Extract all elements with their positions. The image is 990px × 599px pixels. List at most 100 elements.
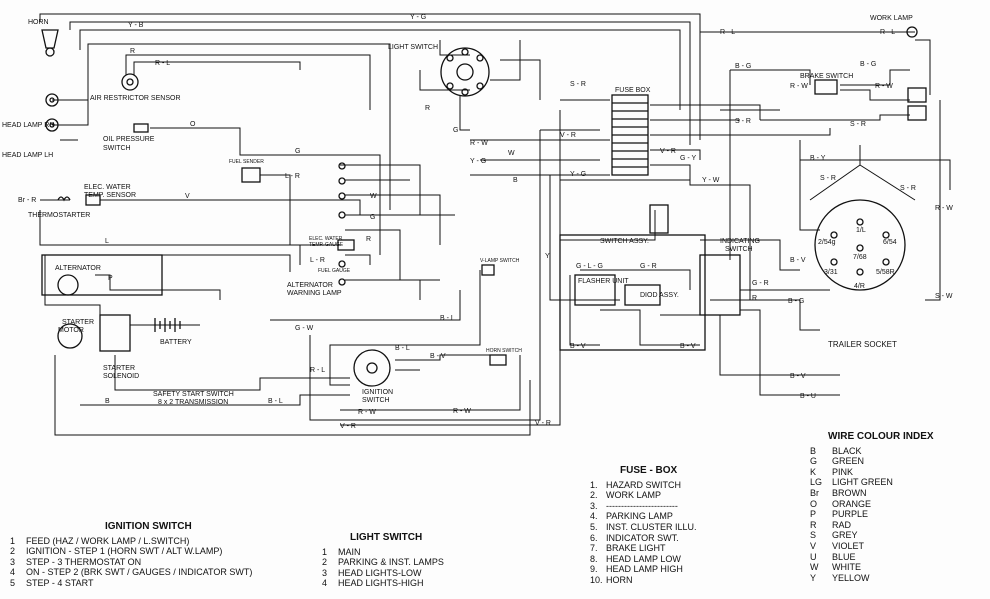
wire-code: G - L - G bbox=[576, 263, 603, 270]
oil-pressure-symbol bbox=[133, 123, 149, 133]
wire-code: O bbox=[190, 121, 196, 128]
wire-code: Y - G bbox=[410, 14, 426, 21]
wire-code: G - Y bbox=[680, 155, 697, 162]
elec-water-label: ELEC. WATER bbox=[84, 184, 131, 191]
wire-code: S - R bbox=[735, 118, 751, 125]
colour-name: LIGHT GREEN bbox=[832, 477, 893, 488]
ignition-label-2: SWITCH bbox=[362, 397, 390, 404]
wire-code: R bbox=[366, 236, 371, 243]
wire-code: B - L bbox=[395, 345, 410, 352]
trailer-socket-symbol bbox=[809, 145, 916, 291]
legend-num: 4. bbox=[590, 511, 598, 522]
wire-code: G - R bbox=[752, 280, 769, 287]
legend-text: PARKING & INST. LAMPS bbox=[338, 557, 444, 568]
horn-symbol bbox=[41, 29, 59, 57]
ignition-legend-title: IGNITION SWITCH bbox=[105, 521, 192, 532]
wire-code: Y - G bbox=[470, 158, 486, 165]
legend-text: INST. CLUSTER ILLU. bbox=[606, 521, 697, 532]
legend-num: 1 bbox=[322, 546, 328, 557]
wire-code: R - W bbox=[470, 140, 488, 147]
fuse-box-symbol bbox=[611, 94, 649, 176]
legend-text: HEAD LAMP LOW bbox=[606, 553, 681, 564]
oil-pressure-label-2: SWITCH bbox=[103, 145, 131, 152]
light-switch-label: LIGHT SWITCH bbox=[388, 44, 438, 51]
brake-switch-label: BRAKE SWITCH bbox=[800, 73, 853, 80]
colour-code: P bbox=[810, 509, 817, 520]
work-lamp-label: WORK LAMP bbox=[870, 15, 913, 22]
brake-switch-symbol bbox=[814, 79, 838, 95]
legend-text: HEAD LIGHTS-HIGH bbox=[338, 578, 424, 589]
legend-num: 10. bbox=[590, 574, 603, 585]
legend-item: 1.HAZARD SWITCH bbox=[590, 480, 697, 491]
water-gauge-label: ELEC. WATER bbox=[309, 236, 343, 242]
trailer-socket-label: TRAILER SOCKET bbox=[828, 340, 897, 349]
stop-light-rh-symbol bbox=[907, 87, 927, 103]
wire-code: Y - B bbox=[128, 22, 144, 29]
starter-solenoid-symbol bbox=[99, 314, 131, 352]
wire-code: L - R bbox=[310, 257, 325, 264]
oil-pressure-label: OIL PRESSURE bbox=[103, 136, 155, 143]
wire-code: G bbox=[453, 127, 458, 134]
legend-text: WORK LAMP bbox=[606, 490, 662, 501]
wire-code: S - R bbox=[570, 81, 586, 88]
indicating-switch-symbol bbox=[699, 254, 741, 316]
gauge-lamps bbox=[337, 162, 355, 286]
legend-num: 2. bbox=[590, 490, 598, 501]
stop-light-lh-symbol bbox=[907, 105, 927, 121]
diod-assy-symbol bbox=[624, 284, 661, 306]
starter-solenoid-label: STARTER bbox=[103, 365, 135, 372]
wire-code: Y bbox=[545, 253, 550, 260]
alt-warning-label: ALTERNATOR bbox=[287, 282, 333, 289]
legend-text: HAZARD SWITCH bbox=[606, 479, 681, 490]
wire-code: B - V bbox=[430, 353, 446, 360]
legend-text: HEAD LAMP HIGH bbox=[606, 564, 683, 575]
wire-code: R - W bbox=[453, 408, 471, 415]
starter-motor-symbol bbox=[57, 323, 83, 349]
horn-label: HORN bbox=[28, 19, 49, 26]
wire-code: R - L bbox=[310, 367, 325, 374]
wire-code: G bbox=[295, 148, 300, 155]
thermostarter-label: THERMOSTARTER bbox=[28, 212, 90, 219]
fuel-gauge-label: FUEL GAUGE bbox=[318, 268, 351, 274]
wire-code: B - G bbox=[860, 61, 876, 68]
head-lamp-lh-symbol bbox=[45, 118, 59, 132]
colour-code: Y bbox=[810, 572, 817, 583]
legend-text: IGNITION - STEP 1 (HORN SWT / ALT W.LAMP… bbox=[26, 546, 223, 557]
wire-code: V - R bbox=[660, 148, 676, 155]
wire-code: B - U bbox=[800, 393, 816, 400]
flasher-label: FLASHER UNIT bbox=[578, 278, 629, 285]
v-lamp-switch-symbol bbox=[481, 264, 495, 276]
colour-name: GREEN bbox=[832, 456, 865, 467]
diod-label: DIOD ASSY. bbox=[640, 292, 679, 299]
light-legend-title: LIGHT SWITCH bbox=[350, 532, 423, 543]
legend-num: 3 bbox=[10, 556, 16, 567]
horn-switch-symbol bbox=[489, 354, 507, 366]
wire-code: V - R bbox=[340, 423, 356, 430]
colour-code: K bbox=[810, 466, 817, 477]
socket-pin-1: 1/L bbox=[856, 227, 866, 234]
wire-code: Y - W bbox=[702, 177, 720, 184]
legend-item: 9.HEAD LAMP HIGH bbox=[590, 564, 697, 575]
legend-text: ------------------------ bbox=[606, 500, 678, 511]
horn-switch-label: HORN SWITCH bbox=[486, 348, 522, 354]
colour-name: WHITE bbox=[832, 562, 861, 573]
wire-network bbox=[39, 13, 951, 436]
thermostarter-symbol bbox=[57, 196, 71, 202]
wire-code: R bbox=[752, 295, 757, 302]
colour-name: ORANGE bbox=[832, 498, 872, 509]
wire-code: R - L bbox=[880, 29, 895, 36]
legend-num: 5. bbox=[590, 521, 598, 532]
fuel-sender-symbol bbox=[241, 167, 261, 183]
wire-code: B - V bbox=[570, 343, 586, 350]
wire-code: Br - R bbox=[18, 197, 36, 204]
wire-code: R - L bbox=[155, 60, 170, 67]
wire-code: L - R bbox=[285, 173, 300, 180]
socket-pin-5: 5/58R bbox=[876, 269, 895, 276]
safety-start-label-2: 8 x 2 TRANSMISSION bbox=[158, 399, 228, 406]
